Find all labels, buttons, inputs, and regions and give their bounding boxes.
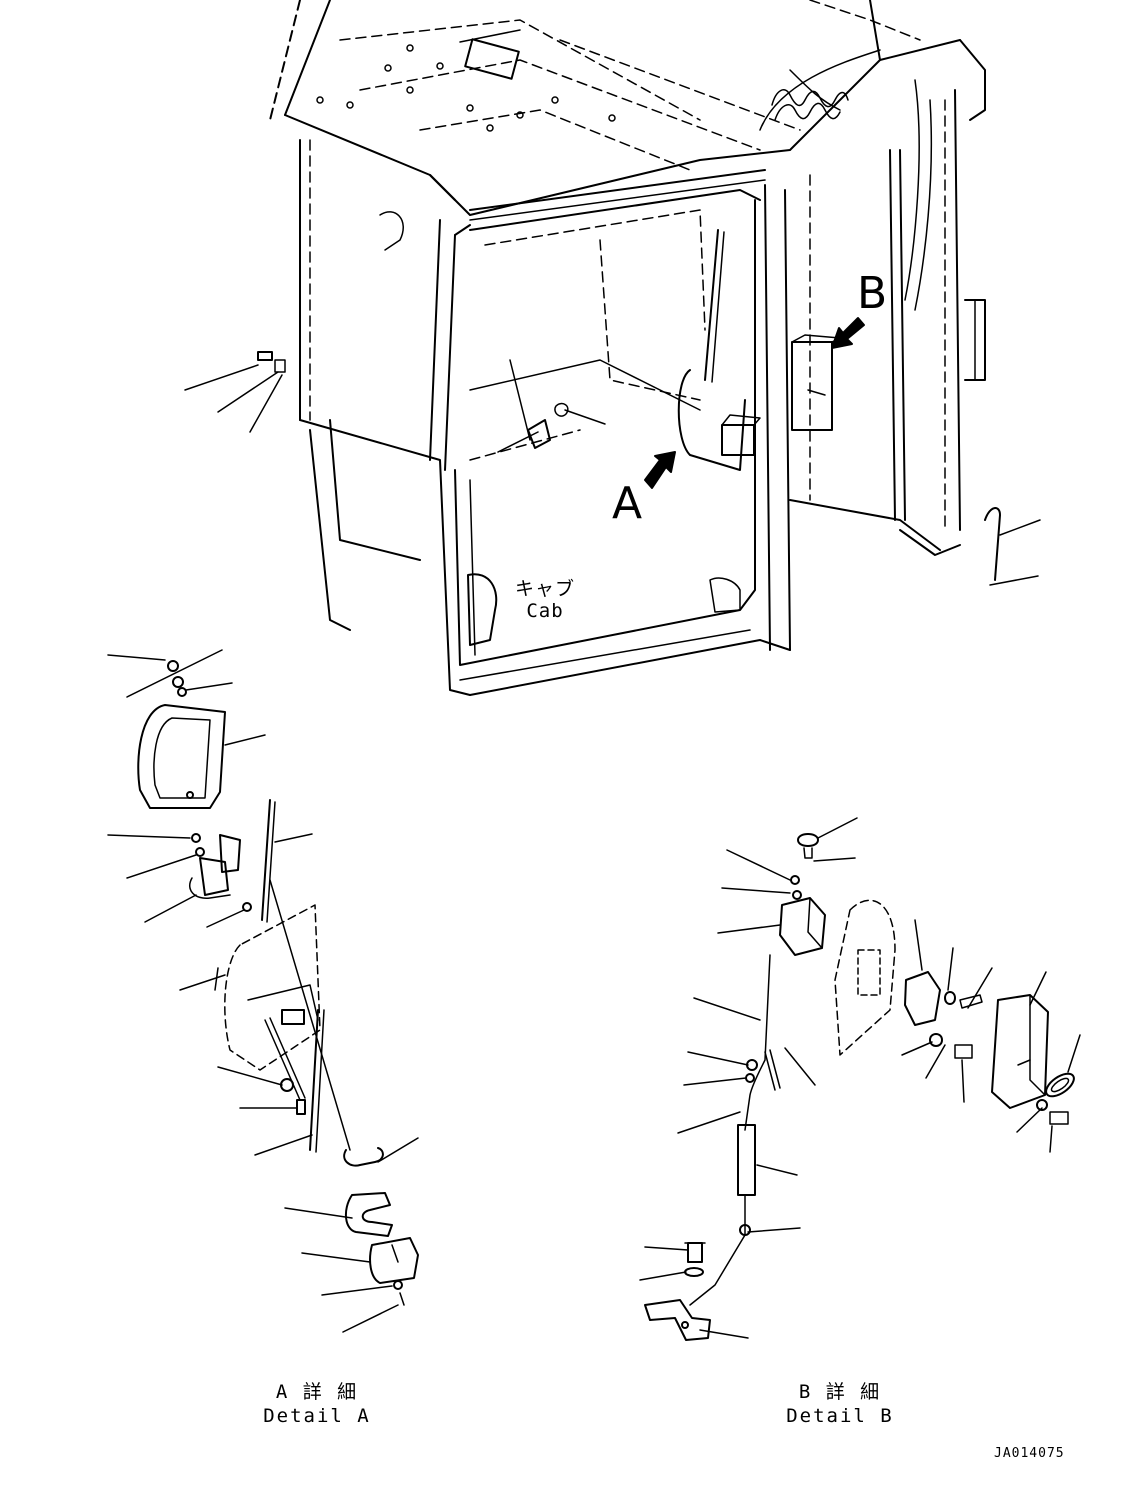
detail-a-drawing: [107, 649, 419, 1333]
detail-b-caption: B 詳 細 Detail B: [785, 1380, 895, 1428]
detail-b-jp: B 詳 細: [798, 1381, 882, 1403]
detail-a-jp: A 詳 細: [275, 1381, 359, 1403]
cab-label-en: Cab: [526, 600, 564, 622]
detail-a-en: Detail A: [263, 1405, 371, 1427]
cab-label: キャブ Cab: [510, 578, 580, 622]
cab-frame: [184, 0, 1041, 696]
arrow-a-icon: [644, 451, 676, 489]
drawing-code: JA014075: [994, 1446, 1065, 1461]
detail-a-caption: A 詳 細 Detail A: [262, 1380, 372, 1428]
arrow-b-icon: [831, 317, 865, 349]
detail-b-en: Detail B: [786, 1405, 894, 1427]
callout-a: A: [612, 478, 643, 529]
cab-label-jp: キャブ: [514, 578, 575, 600]
callout-b: B: [857, 268, 888, 319]
detail-b-drawing: [639, 817, 1081, 1341]
